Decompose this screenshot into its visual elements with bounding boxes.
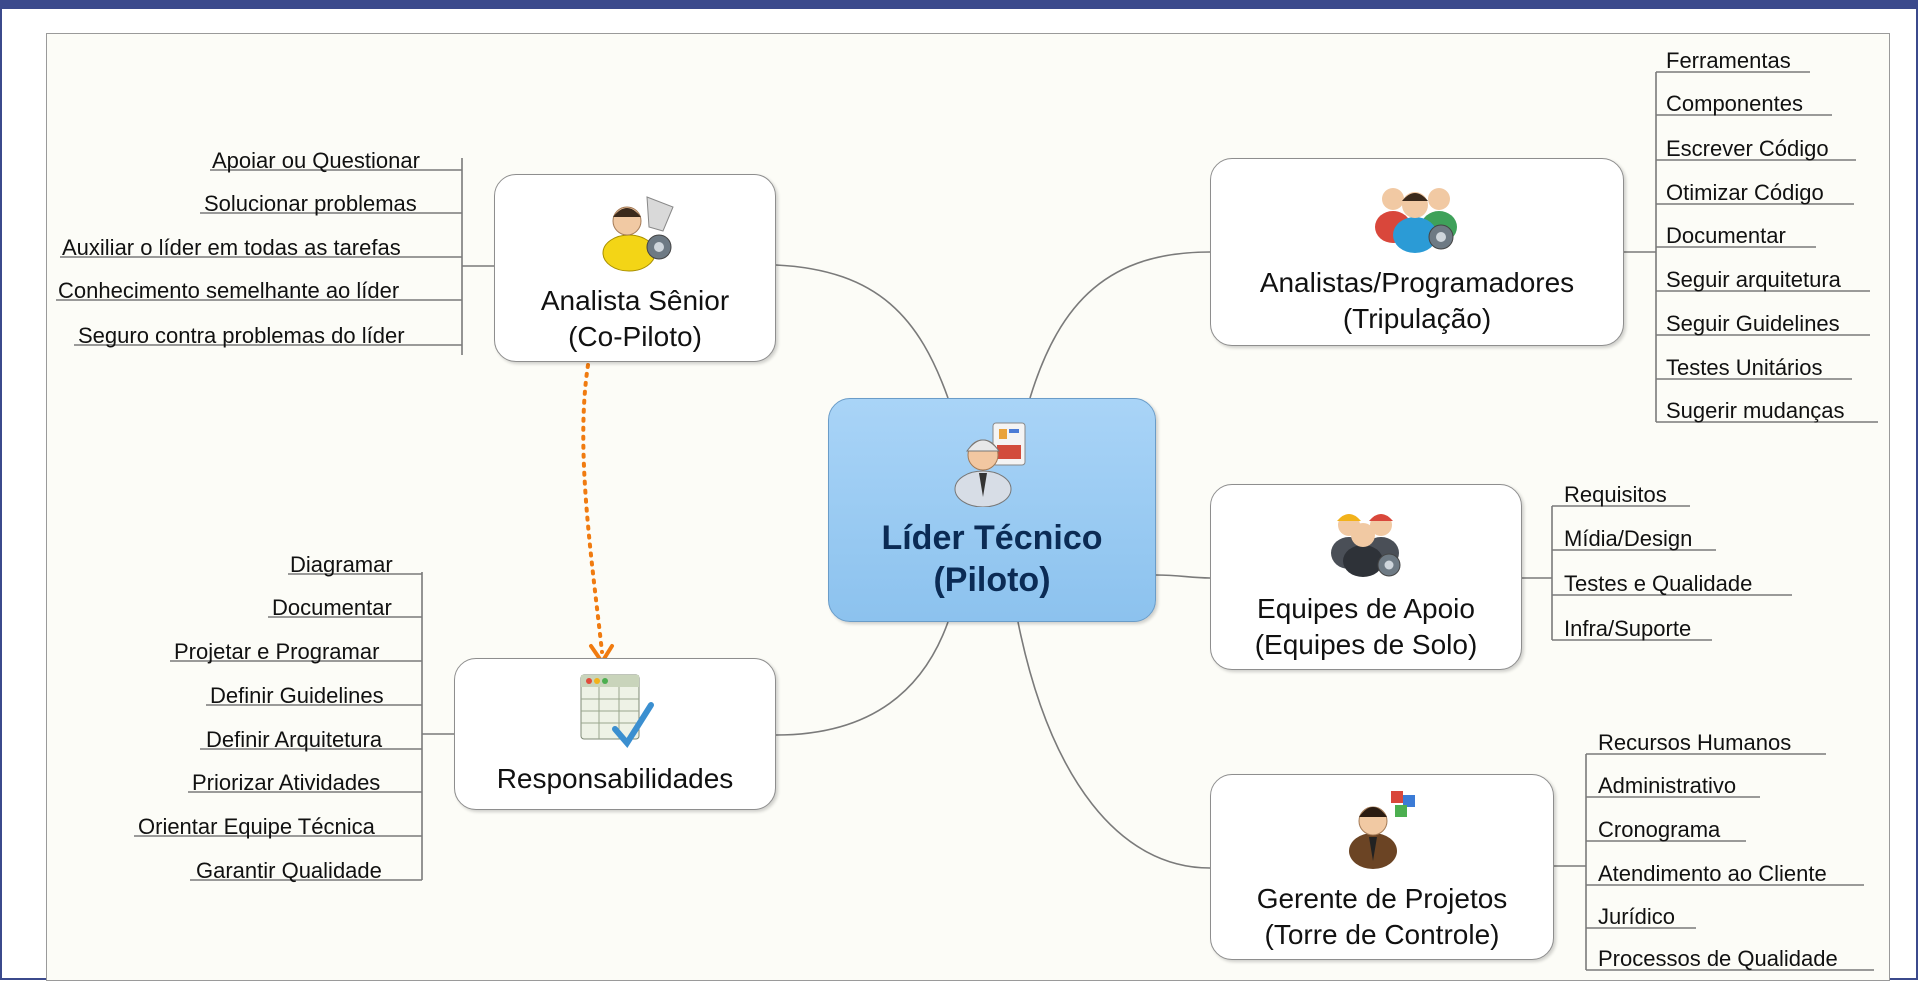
analysts-item-7[interactable]: Seguir Guidelines	[1666, 311, 1840, 336]
center-title-line2: (Piloto)	[933, 561, 1051, 599]
support-title-line2: (Equipes de Solo)	[1254, 629, 1478, 660]
resp-item-5[interactable]: Definir Arquitetura	[206, 727, 383, 752]
analysts-item-9[interactable]: Sugerir mudanças	[1666, 398, 1845, 423]
center-title-line1: Líder Técnico	[881, 519, 1103, 557]
pm-item-6[interactable]: Processos de Qualidade	[1598, 946, 1838, 971]
pm-branches	[1554, 753, 1874, 971]
senior-analyst-icon	[602, 196, 674, 272]
pm-item-2[interactable]: Administrativo	[1598, 773, 1737, 798]
resp-item-3[interactable]: Projetar e Programar	[174, 639, 380, 664]
pm-title-line2: (Torre de Controle)	[1264, 919, 1500, 950]
analysts-item-6[interactable]: Seguir arquitetura	[1666, 267, 1841, 292]
analysts-item-4[interactable]: Otimizar Código	[1666, 180, 1824, 205]
pm-item-4[interactable]: Atendimento ao Cliente	[1598, 861, 1827, 886]
senior-item-1[interactable]: Apoiar ou Questionar	[212, 148, 420, 173]
pm-title-line1: Gerente de Projetos	[1256, 883, 1508, 914]
link-resp	[775, 621, 949, 736]
dotted-arrow	[581, 363, 604, 654]
senior-title-line1: Analista Sênior	[540, 285, 730, 316]
resp-item-6[interactable]: Priorizar Atividades	[192, 770, 381, 795]
senior-title-line2: (Co-Piloto)	[568, 321, 702, 352]
engineer-icon	[954, 422, 1026, 507]
support-item-1[interactable]: Requisitos	[1564, 482, 1667, 507]
resp-item-8[interactable]: Garantir Qualidade	[196, 858, 382, 883]
senior-item-5[interactable]: Seguro contra problemas do líder	[78, 323, 405, 348]
pm-item-3[interactable]: Cronograma	[1598, 817, 1721, 842]
pm-node[interactable]: Gerente de Projetos (Torre de Controle)	[1210, 774, 1554, 960]
support-team-icon	[1331, 514, 1401, 577]
analysts-item-2[interactable]: Componentes	[1666, 91, 1803, 116]
project-manager-icon	[1349, 791, 1415, 869]
senior-node[interactable]: Analista Sênior (Co-Piloto)	[494, 174, 776, 362]
support-item-4[interactable]: Infra/Suporte	[1564, 616, 1692, 641]
resp-title: Responsabilidades	[496, 763, 734, 794]
resp-node[interactable]: Responsabilidades	[454, 658, 776, 810]
support-item-3[interactable]: Testes e Qualidade	[1564, 571, 1753, 596]
resp-item-4[interactable]: Definir Guidelines	[210, 683, 384, 708]
analysts-title-line1: Analistas/Programadores	[1259, 267, 1575, 298]
senior-item-2[interactable]: Solucionar problemas	[204, 191, 417, 216]
analysts-title-line2: (Tripulação)	[1342, 303, 1492, 334]
support-branches	[1522, 505, 1792, 641]
pm-item-1[interactable]: Recursos Humanos	[1598, 730, 1792, 755]
team-icon	[1375, 188, 1457, 253]
senior-branches	[56, 158, 494, 355]
analysts-branches	[1624, 71, 1878, 423]
center-node[interactable]: Líder Técnico (Piloto)	[828, 398, 1156, 622]
senior-item-4[interactable]: Conhecimento semelhante ao líder	[58, 278, 400, 303]
analysts-item-5[interactable]: Documentar	[1666, 223, 1786, 248]
link-pm	[1017, 621, 1211, 869]
resp-branches	[134, 572, 454, 881]
senior-item-3[interactable]: Auxiliar o líder em todas as tarefas	[62, 235, 401, 260]
analysts-item-3[interactable]: Escrever Código	[1666, 136, 1829, 161]
analysts-node[interactable]: Analistas/Programadores (Tripulação)	[1210, 158, 1624, 346]
analysts-item-1[interactable]: Ferramentas	[1666, 48, 1791, 73]
analysts-item-8[interactable]: Testes Unitários	[1666, 355, 1823, 380]
resp-item-2[interactable]: Documentar	[272, 595, 392, 620]
spreadsheet-icon	[580, 674, 654, 749]
link-senior	[775, 264, 949, 399]
support-item-2[interactable]: Mídia/Design	[1564, 526, 1693, 551]
support-node[interactable]: Equipes de Apoio (Equipes de Solo)	[1210, 484, 1522, 670]
resp-item-1[interactable]: Diagramar	[290, 552, 393, 577]
link-support	[1155, 574, 1211, 579]
link-analysts	[1029, 251, 1211, 399]
support-title-line1: Equipes de Apoio	[1257, 593, 1475, 624]
pm-item-5[interactable]: Jurídico	[1598, 904, 1676, 929]
resp-item-7[interactable]: Orientar Equipe Técnica	[138, 814, 375, 839]
